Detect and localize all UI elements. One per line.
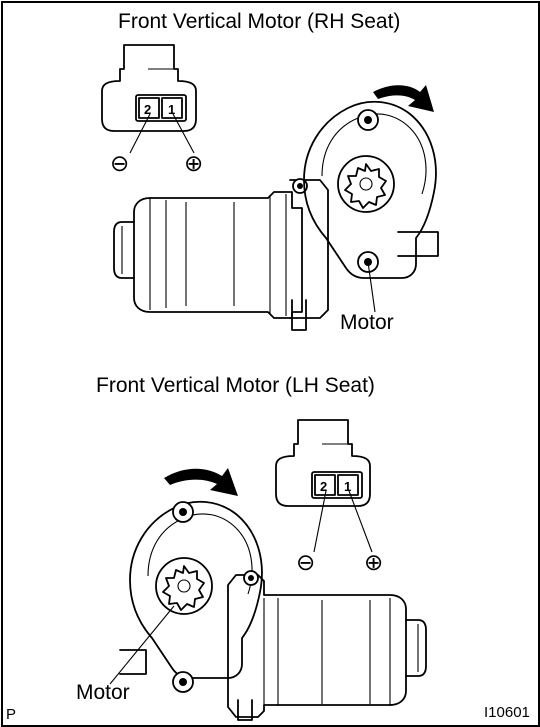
rh-motor-body — [113, 178, 329, 331]
motor-label-lh: Motor — [76, 681, 130, 704]
lh-positive-terminal: ⊕ — [364, 550, 383, 576]
rh-pin-2-label: 2 — [144, 102, 151, 117]
rh-seat-title: Front Vertical Motor (RH Seat) — [118, 10, 401, 33]
lh-motor-body — [227, 570, 427, 721]
rh-rotation-arrow-icon — [373, 85, 434, 112]
lh-seat-title: Front Vertical Motor (LH Seat) — [96, 374, 375, 397]
lh-rotation-arrow-icon — [164, 468, 238, 496]
rh-gear-housing — [303, 100, 439, 313]
motor-label-rh: Motor — [340, 311, 394, 334]
lh-connector: 2 1 — [275, 419, 373, 553]
rh-positive-terminal: ⊕ — [184, 151, 203, 177]
rh-negative-terminal: ⊖ — [110, 151, 129, 177]
lh-pin-1-label: 1 — [344, 479, 351, 494]
corner-letter: P — [6, 706, 17, 723]
lh-gear-housing — [109, 500, 263, 693]
rh-pin-1-label: 1 — [168, 102, 175, 117]
figure-id: I10601 — [484, 704, 530, 721]
rh-connector: 2 1 — [101, 44, 197, 154]
lh-pin-2-label: 2 — [320, 479, 327, 494]
lh-negative-terminal: ⊖ — [296, 550, 315, 576]
